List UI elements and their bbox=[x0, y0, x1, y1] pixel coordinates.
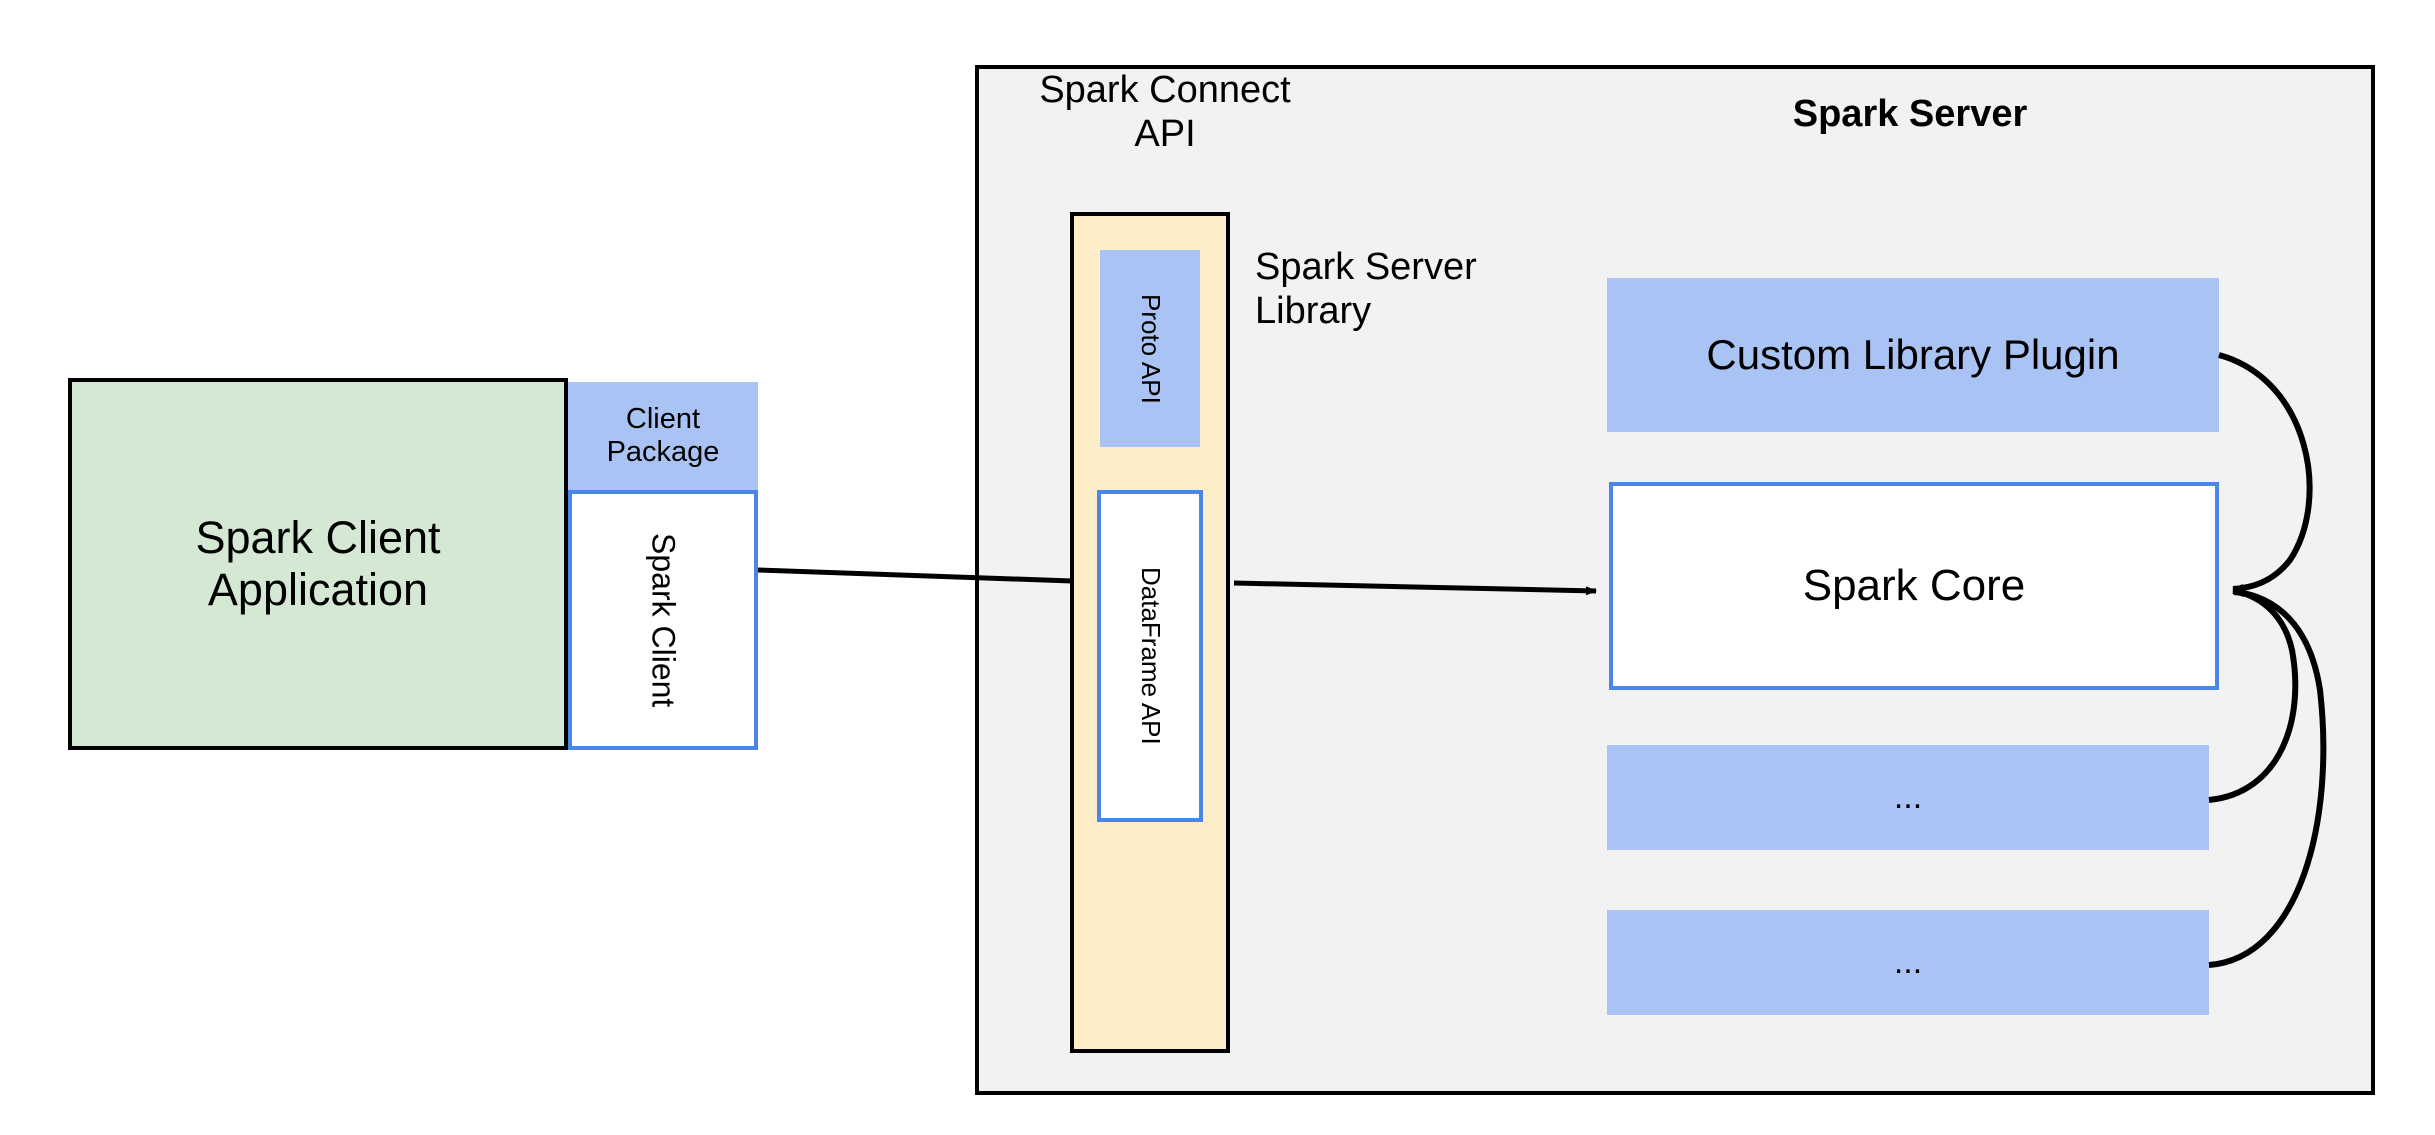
spark-server-library-label: Spark Server Library bbox=[1255, 245, 1555, 335]
ellipsis-box-2[interactable]: ... bbox=[1607, 910, 2209, 1015]
spark-server-library-label-line1: Spark Server bbox=[1255, 246, 1477, 289]
client-package-label-line1: Client bbox=[625, 402, 701, 435]
spark-client-application-label-line2: Application bbox=[207, 564, 429, 615]
spark-client-label: Spark Client bbox=[645, 532, 682, 708]
client-package-label-line2: Package bbox=[606, 436, 720, 468]
spark-connect-api-label: Spark Connect API bbox=[1020, 68, 1310, 158]
spark-client-application-box[interactable]: Spark Client Application bbox=[68, 378, 568, 750]
spark-client-application-label-line1: Spark Client bbox=[195, 512, 441, 564]
custom-library-plugin-box[interactable]: Custom Library Plugin bbox=[1607, 278, 2219, 432]
spark-core-box[interactable]: Spark Core bbox=[1609, 482, 2219, 690]
proto-api-box[interactable]: Proto API bbox=[1100, 250, 1200, 447]
dataframe-api-label: DataFrame API bbox=[1135, 567, 1166, 745]
dataframe-api-box[interactable]: DataFrame API bbox=[1097, 490, 1203, 822]
client-package-box[interactable]: Client Package bbox=[568, 382, 758, 490]
custom-library-plugin-label: Custom Library Plugin bbox=[1706, 330, 2120, 378]
spark-connect-api-label-line2: API bbox=[1134, 113, 1196, 155]
spark-server-library-label-line2: Library bbox=[1255, 290, 1372, 332]
spark-connect-api-label-line1: Spark Connect bbox=[1039, 69, 1291, 112]
ellipsis-box-1[interactable]: ... bbox=[1607, 745, 2209, 850]
spark-client-box[interactable]: Spark Client bbox=[568, 490, 758, 750]
proto-api-label: Proto API bbox=[1135, 293, 1166, 404]
ellipsis-box-2-label: ... bbox=[1893, 942, 1923, 981]
spark-server-title: Spark Server bbox=[1792, 93, 2028, 136]
ellipsis-box-1-label: ... bbox=[1893, 777, 1923, 816]
spark-core-label: Spark Core bbox=[1802, 560, 2026, 610]
